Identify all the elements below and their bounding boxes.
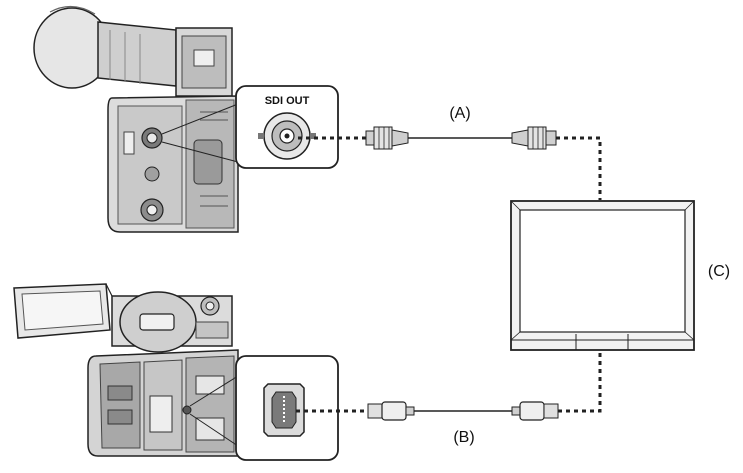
sdi-out-label: SDI OUT bbox=[265, 95, 310, 107]
hdmi-cable-b: (B) bbox=[296, 352, 602, 446]
sdi-cable-a: (A) bbox=[298, 105, 602, 200]
monitor-c-label: (C) bbox=[708, 263, 730, 280]
hdmi-out-callout bbox=[235, 355, 339, 461]
bnc-plug-left-icon bbox=[365, 126, 409, 150]
bnc-connector-icon bbox=[258, 112, 316, 160]
hdmi-plug-right-icon bbox=[511, 401, 559, 421]
camera-bottom-illustration bbox=[13, 283, 239, 457]
hdmi-plug-left-icon bbox=[367, 401, 415, 421]
cable-b-label: (B) bbox=[453, 429, 474, 446]
sdi-out-callout: SDI OUT bbox=[235, 85, 339, 169]
hdmi-port-icon bbox=[263, 383, 305, 437]
cable-a-label: (A) bbox=[449, 105, 470, 122]
camera-top-illustration bbox=[33, 5, 239, 233]
monitor-illustration bbox=[510, 200, 695, 351]
bnc-plug-right-icon bbox=[511, 126, 557, 150]
